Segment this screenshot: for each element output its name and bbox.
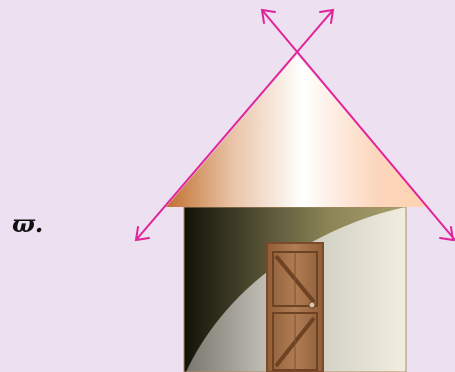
line-right-arrow: [261, 9, 455, 241]
crossing-arrow-lines: [134, 8, 455, 242]
arrowhead-bottom-right: [439, 226, 455, 242]
house-roof: [166, 55, 429, 207]
arrowhead-bottom-left: [134, 226, 150, 242]
arrowhead-top-right: [319, 8, 335, 24]
label-text: ϖ.: [12, 209, 44, 238]
line-left-arrow: [135, 9, 334, 241]
house-door: [266, 242, 324, 372]
arrowhead-top-left: [260, 8, 276, 24]
door-knob: [308, 301, 316, 309]
